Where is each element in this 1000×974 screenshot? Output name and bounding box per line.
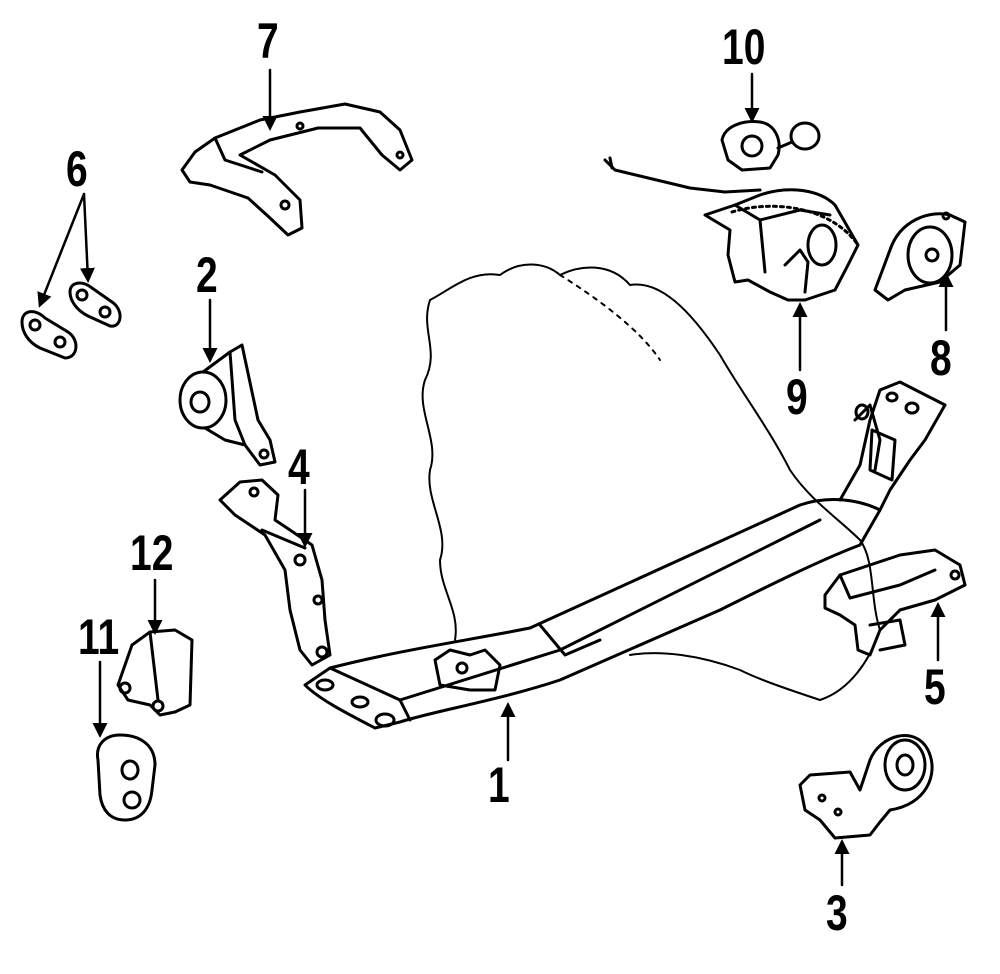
callout-12: 12 — [130, 525, 174, 581]
callout-7: 7 — [257, 13, 279, 69]
callout-4: 4 — [288, 439, 310, 495]
callout-2: 2 — [196, 247, 218, 303]
callout-6: 6 — [66, 141, 88, 197]
part-3-mount — [798, 734, 934, 840]
callout-8: 8 — [930, 330, 952, 386]
part-7-bracket — [180, 102, 414, 237]
callout-1: 1 — [488, 757, 510, 813]
part-10-insulator — [720, 120, 821, 172]
engine-outline — [421, 263, 881, 701]
part-11-mount — [95, 733, 157, 822]
part-9-mount — [603, 156, 860, 302]
part-12-bracket — [116, 628, 194, 717]
part-8-mount — [873, 211, 967, 302]
part-4-bracket — [218, 478, 332, 667]
callout-9: 9 — [786, 369, 808, 425]
part-1-crossmember — [303, 380, 947, 730]
part-2-mount — [178, 343, 277, 467]
callout-3: 3 — [826, 885, 848, 941]
part-6-shims — [20, 281, 122, 360]
part-5-bracket — [823, 548, 967, 657]
leader-arrows — [37, 68, 954, 887]
callout-11: 11 — [78, 609, 120, 665]
callout-10: 10 — [722, 19, 766, 75]
callout-5: 5 — [924, 659, 946, 715]
